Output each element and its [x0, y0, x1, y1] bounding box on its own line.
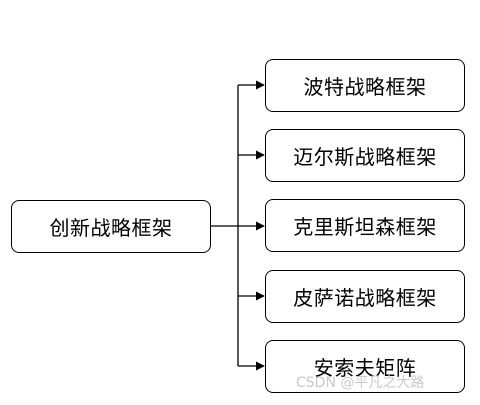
child-node-miles: 迈尔斯战略框架: [265, 129, 465, 182]
child-node-pisano: 皮萨诺战略框架: [265, 270, 465, 323]
child-node-label: 克里斯坦森框架: [293, 215, 437, 239]
child-node-ansoff: 安索夫矩阵: [265, 340, 465, 393]
root-node: 创新战略框架: [11, 200, 211, 253]
child-node-christensen: 克里斯坦森框架: [265, 199, 465, 252]
child-node-label: 皮萨诺战略框架: [293, 286, 437, 310]
watermark-text: CSDN @平凡之大路: [296, 375, 425, 391]
child-node-label: 迈尔斯战略框架: [293, 145, 437, 169]
root-node-label: 创新战略框架: [49, 216, 173, 240]
child-node-porter: 波特战略框架: [265, 59, 465, 112]
child-node-label: 波特战略框架: [303, 75, 427, 99]
child-node-label: 安索夫矩阵: [313, 356, 417, 380]
